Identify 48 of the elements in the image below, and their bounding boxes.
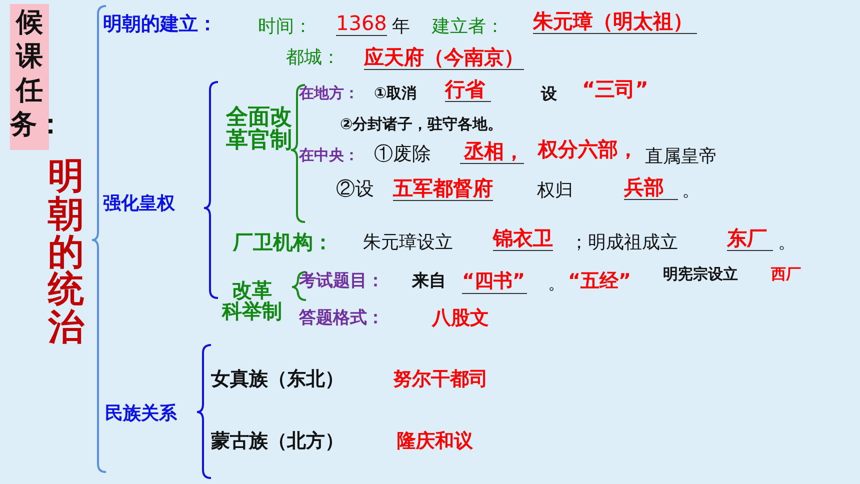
heading-text: 强化皇权 [103,194,175,215]
heading-text: 改革科举制 [222,280,282,322]
label-text: ；明成祖成立 [570,233,678,254]
title-text: 明朝的统治 [46,158,86,347]
answer-text: 努尔干都司 [393,369,488,391]
answer-text: 隆庆和议 [397,431,473,453]
answer-text: 八股文 [432,308,489,330]
label-text: 明宪宗设立 [663,266,738,284]
label-text: ①废除 [374,144,431,166]
label-text: 朱元璋设立 [363,233,453,254]
answer-text: 兵部 [624,176,678,200]
label-text: 设 [541,85,557,104]
answer-text: 行省 [445,78,491,102]
answer-text: 1368 [336,12,387,36]
label-text: ②设 [336,179,374,201]
answer-text: “四书” [462,271,527,294]
answer-text: 锦衣卫 [493,227,553,251]
label-text: 女真族（东北） [211,369,344,391]
heading-text: 民族关系 [105,404,177,425]
label-text: 考试题目： [299,272,384,292]
label-text: 在地方： [299,85,359,102]
answer-text: 权分六部， [538,138,638,161]
heading-text: 全面改革官制 [224,106,293,152]
label-text: 时间： [258,17,312,38]
label-text: 。 [682,181,700,202]
answer-text: 东厂 [727,227,773,251]
label-text: 。 [548,275,565,295]
label-text: 来自 [412,272,446,292]
label-text: 。 [778,233,796,254]
heading-text: 明朝的建立： [103,14,217,36]
answer-text: 西厂 [771,266,801,284]
label-text: 年 [392,17,410,38]
heading-text: 厂卫机构： [233,231,333,254]
label-text: ②分封诸子，驻守各地。 [340,116,503,134]
label-text: 答题格式： [299,309,384,329]
label-text: 直属皇帝 [645,147,717,168]
label-text: 权归 [537,181,573,202]
label-text: 建立者： [432,17,504,38]
answer-text: “三司” [582,78,648,101]
label-text: 在中央： [299,147,359,164]
answer-text: “五经” [568,271,631,293]
answer-text: 丞相， [460,140,524,164]
answer-text: 五军都督府 [393,177,493,201]
label-text: 都城： [286,48,340,69]
label-text: ①取消 [374,85,417,102]
answer-text: 应天府（今南京） [364,46,524,70]
answer-text: 朱元璋（明太祖） [533,10,697,34]
label-text: 蒙古族（北方） [211,431,344,453]
